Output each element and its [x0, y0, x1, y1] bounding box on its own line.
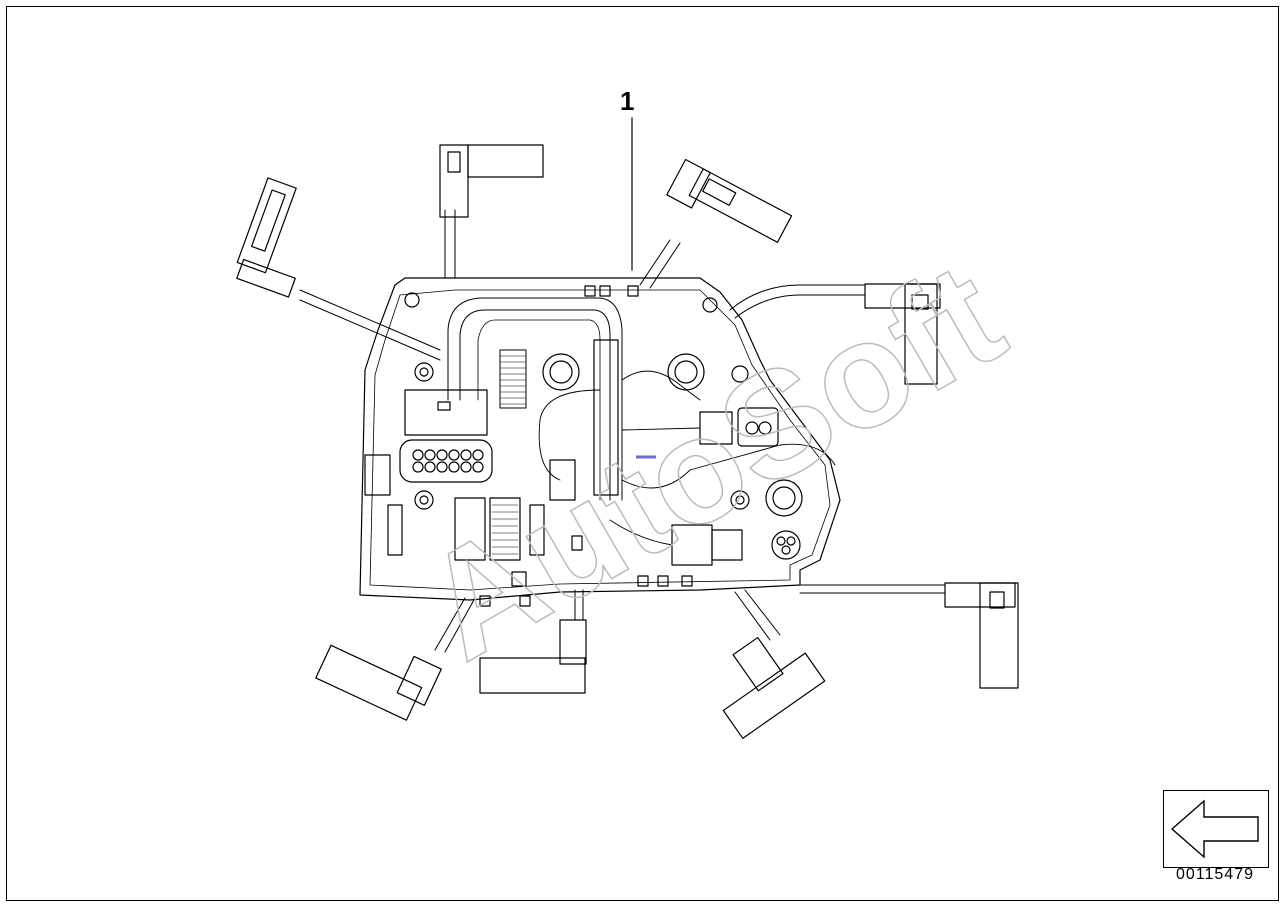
round-connector [771, 530, 801, 560]
relay [454, 497, 486, 561]
spark-plug-boot [439, 144, 469, 218]
image-id: 00115479 [1176, 866, 1254, 883]
mount-hole [414, 362, 434, 382]
connector-block [404, 389, 488, 436]
spark-plug-boot [236, 177, 297, 274]
spark-plug-boot [688, 168, 793, 243]
mount-hole [730, 490, 750, 510]
mount-hole [414, 490, 434, 510]
spark-plug-boot-head [559, 619, 587, 665]
spark-plug-boot [315, 644, 423, 721]
harness-trunk [593, 339, 619, 496]
grommet [542, 353, 580, 391]
spark-plug-boot [864, 283, 941, 309]
part-number-label: 1 [620, 86, 635, 116]
multi-pin-connector [399, 439, 493, 483]
grommet [765, 479, 803, 517]
spark-plug-boot-head [467, 144, 544, 178]
diagram-frame [6, 6, 1279, 901]
spark-plug-boot-head [979, 582, 1019, 689]
left-arrow-icon [1170, 799, 1259, 859]
spark-plug-boot [722, 652, 826, 739]
back-button[interactable] [1163, 790, 1269, 868]
connector [737, 407, 779, 447]
base-plate [359, 277, 841, 601]
spark-plug-boot [479, 657, 586, 694]
relay [489, 497, 521, 561]
spark-plug-boot-head [904, 283, 938, 385]
mount-hole [702, 297, 718, 313]
mount-hole [404, 292, 420, 308]
